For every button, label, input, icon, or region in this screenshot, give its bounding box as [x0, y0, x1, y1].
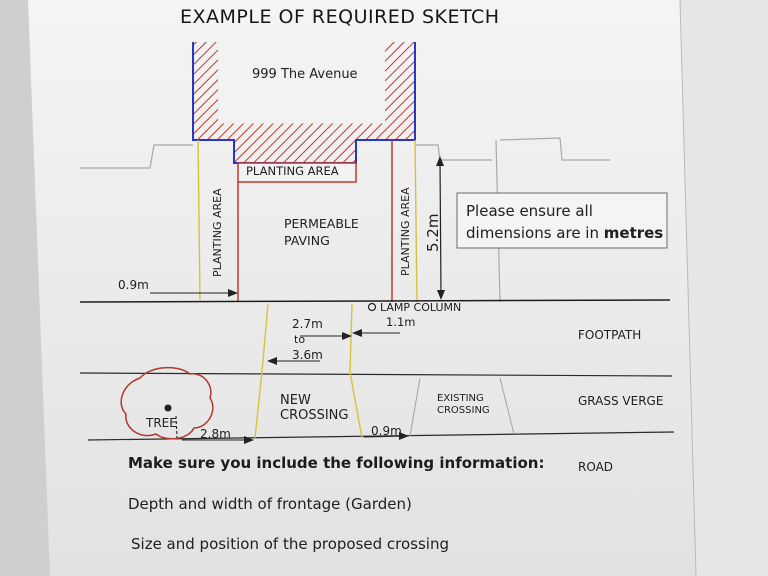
- crossing-gap-arrow: [399, 432, 409, 440]
- tree-position-line: [175, 415, 178, 439]
- tree-label: TREE: [146, 416, 177, 430]
- lamp-column-label: LAMP COLUMN: [380, 301, 462, 314]
- paper: [28, 0, 696, 576]
- crossing-width-arrow-top: [342, 332, 352, 340]
- page-edge: [679, 0, 697, 576]
- crossing-width-min: 2.7m: [292, 317, 323, 331]
- right-yellow-boundary: [414, 139, 418, 303]
- existing-crossing-label-2: CROSSING: [437, 405, 490, 416]
- lamp-column-symbol: [367, 302, 377, 312]
- existing-crossing-right: [499, 377, 515, 435]
- crossing-width-max: 3.6m: [292, 348, 323, 362]
- planting-area-top-label: PLANTING AREA: [246, 164, 339, 178]
- tree-dimension-arrow: [244, 436, 254, 444]
- left-offset-arrow: [228, 289, 238, 297]
- notice-box: [456, 192, 668, 249]
- planting-area-right-label: PLANTING AREA: [399, 187, 412, 276]
- instructions-heading: Make sure you include the following info…: [128, 454, 545, 472]
- lamp-offset-arrow: [352, 329, 362, 337]
- notice-line-2-prefix: dimensions are in: [466, 224, 604, 242]
- tree-canopy: [120, 366, 214, 440]
- sketch-title: EXAMPLE OF REQUIRED SKETCH: [180, 6, 500, 28]
- existing-crossing-label-1: EXISTING: [437, 393, 484, 404]
- left-offset-label: 0.9m: [118, 278, 149, 292]
- left-yellow-boundary: [197, 139, 201, 301]
- road-label: ROAD: [578, 460, 614, 474]
- crossing-width-arrow-bottom: [267, 357, 277, 365]
- existing-crossing-left: [409, 377, 421, 437]
- crossing-right-bottom: [349, 371, 363, 439]
- right-margin: [680, 0, 768, 576]
- paving-label: PAVING: [284, 233, 330, 248]
- depth-arrow-bottom: [437, 290, 445, 300]
- new-crossing-label-2: CROSSING: [280, 408, 349, 423]
- depth-dimension-label: 5.2m: [424, 213, 442, 252]
- notice-metres: metres: [603, 224, 664, 242]
- address-label: 999 The Avenue: [252, 67, 358, 82]
- tree-trunk: [164, 404, 172, 412]
- house-hatching: [193, 42, 415, 163]
- permeable-label: PERMEABLE: [284, 216, 359, 231]
- neighbour-outline-left: [80, 144, 193, 169]
- property-frontage-line: [79, 299, 671, 303]
- instruction-item-2: Size and position of the proposed crossi…: [131, 535, 449, 553]
- grass-verge-label: GRASS VERGE: [578, 394, 664, 408]
- crossing-width-to: to: [294, 333, 306, 346]
- planting-area-top-box: [237, 162, 357, 183]
- notice-line-1: Please ensure all: [466, 202, 593, 220]
- house-interior: [218, 42, 385, 123]
- lamp-offset-label: 1.1m: [386, 315, 416, 329]
- neighbour-outline-right: [415, 144, 492, 161]
- notice-line-2: dimensions are in metres: [466, 222, 663, 244]
- planting-area-left-label: PLANTING AREA: [211, 188, 224, 277]
- footpath-kerb-line: [79, 372, 673, 377]
- road-kerb-line: [87, 431, 675, 441]
- depth-arrow-top: [436, 156, 444, 166]
- footpath-label: FOOTPATH: [578, 328, 642, 342]
- neighbour-outline-far-right: [499, 137, 610, 161]
- crossing-left-bottom: [254, 371, 263, 439]
- instruction-item-1: Depth and width of frontage (Garden): [128, 495, 412, 513]
- crossing-right-top: [349, 303, 353, 373]
- crossing-left-top: [261, 303, 269, 373]
- depth-dimension-line: [439, 159, 442, 297]
- crossing-gap-label: 0.9m: [371, 424, 402, 438]
- tree-dimension-label: 2.8m: [200, 427, 231, 441]
- new-crossing-label-1: NEW: [280, 393, 311, 408]
